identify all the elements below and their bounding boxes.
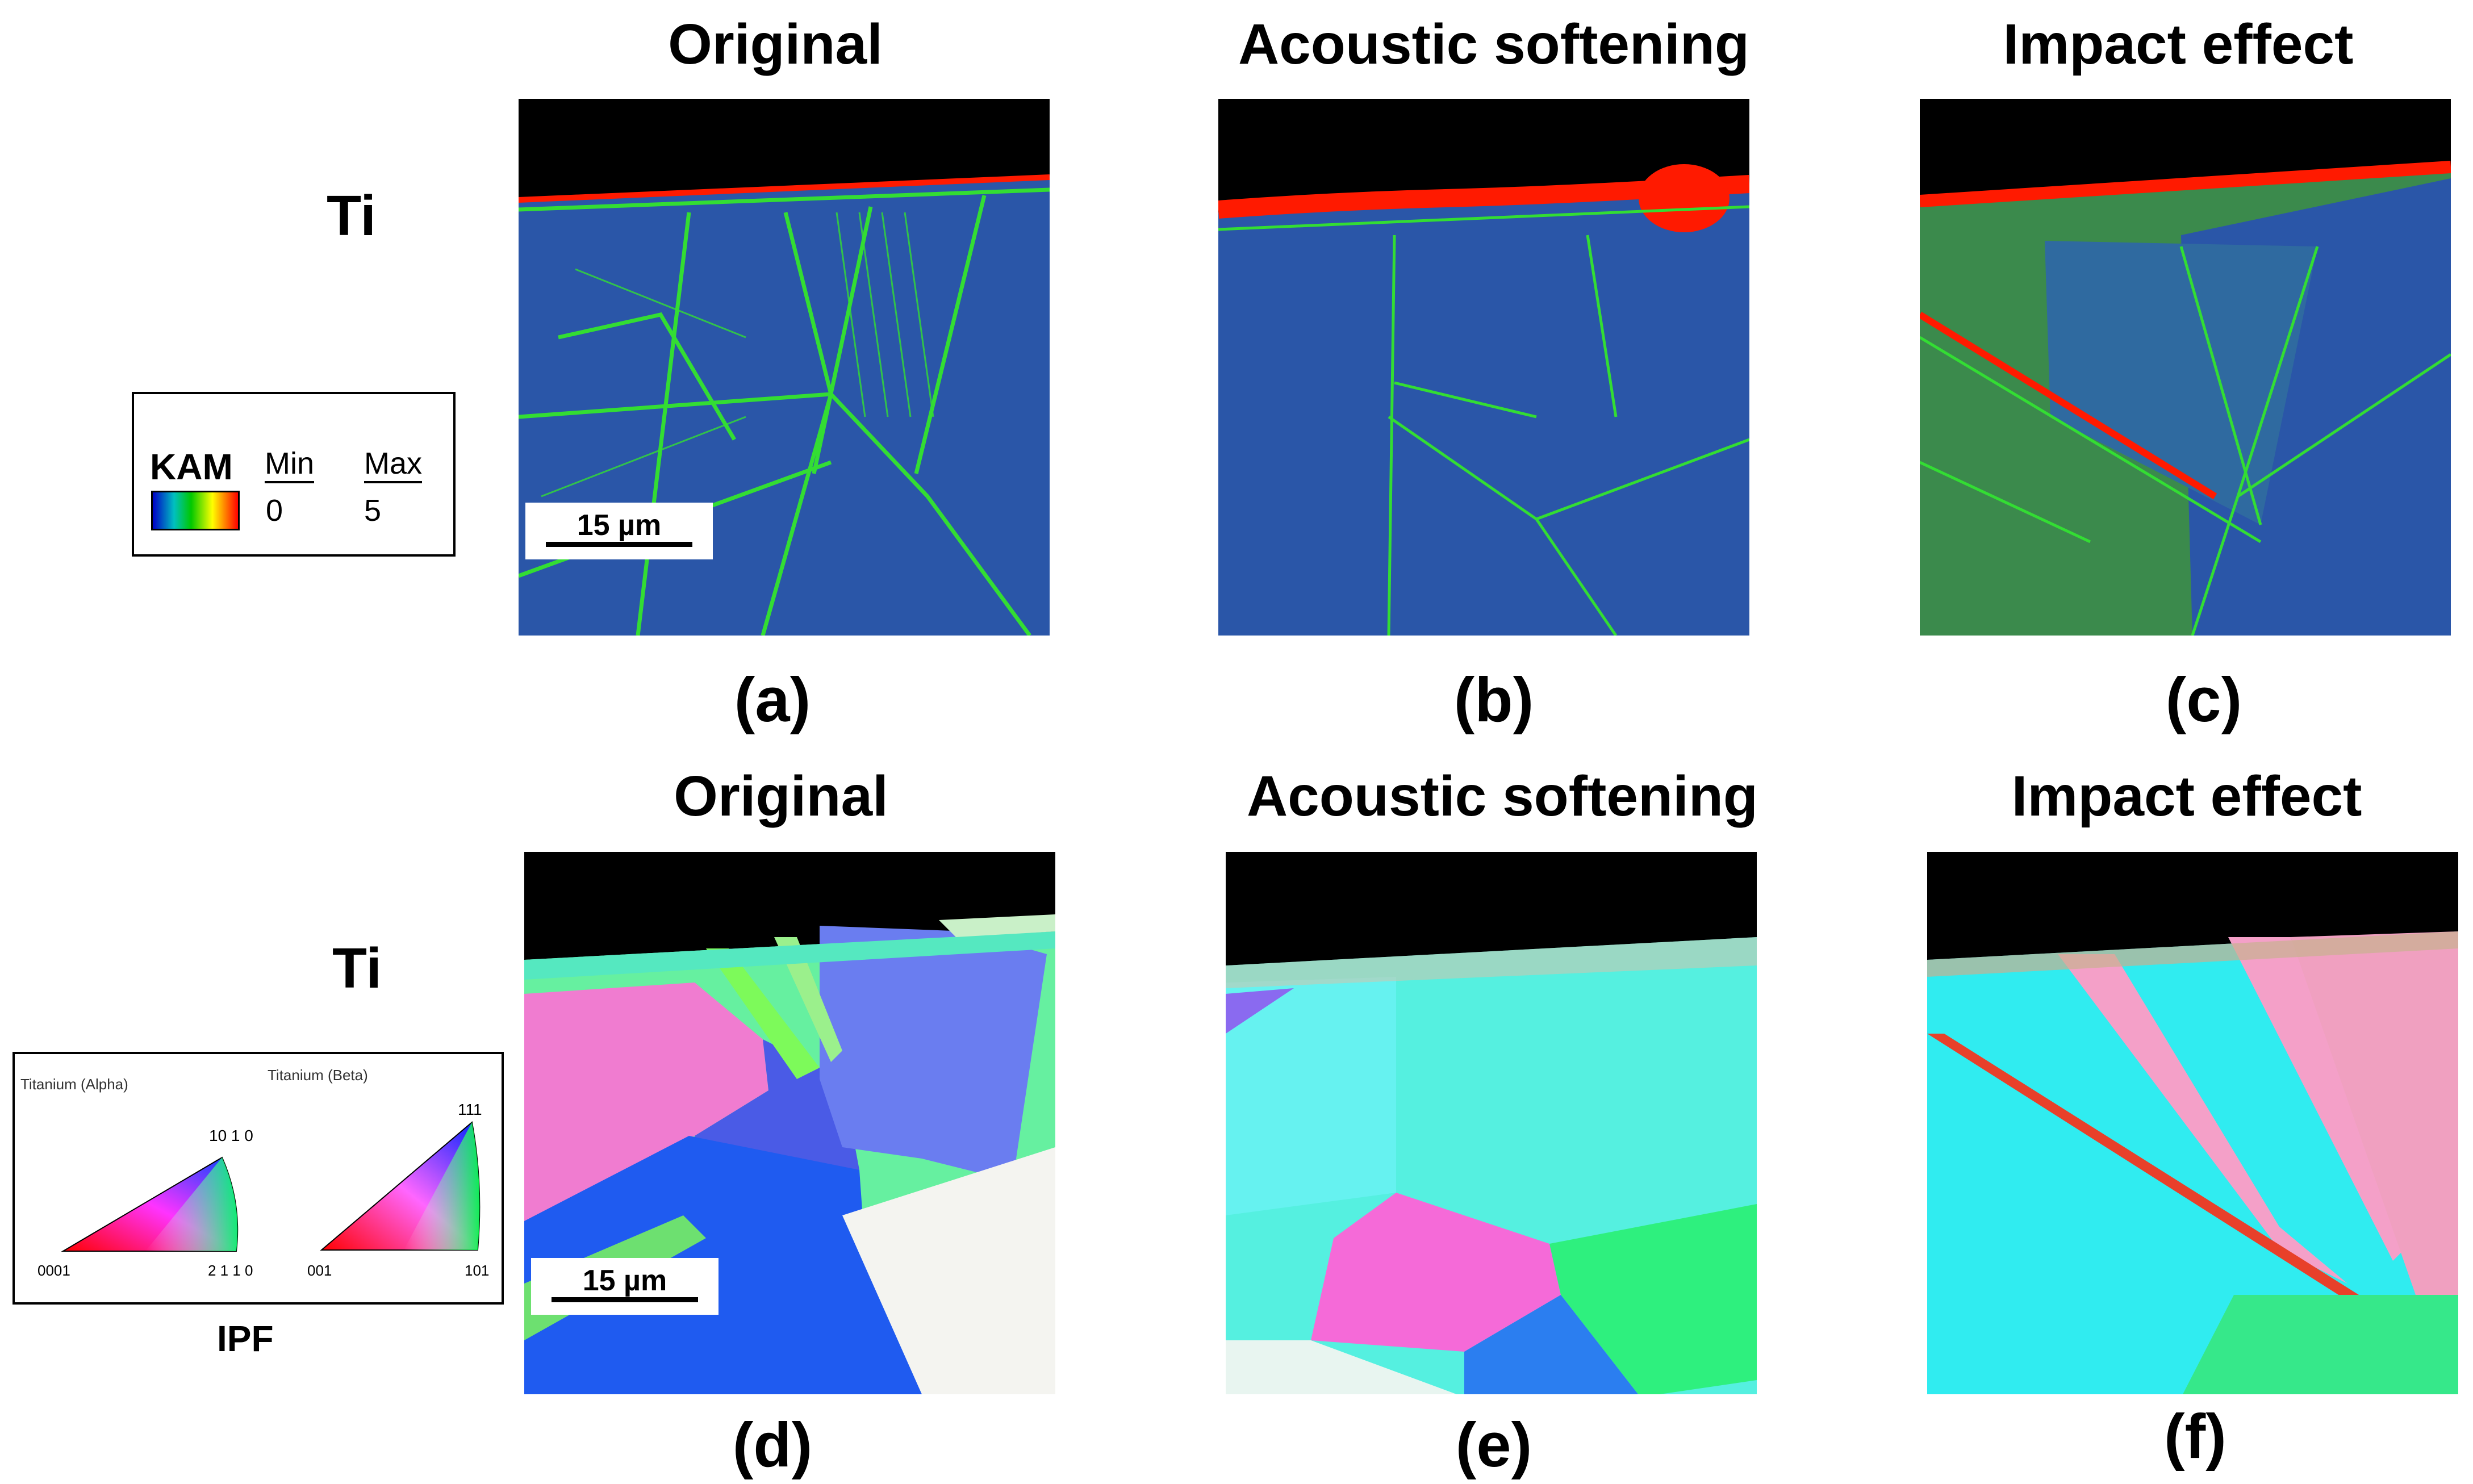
ipf-map-impact xyxy=(1927,852,2458,1394)
ipf-alpha-top-label: 10 1 0 xyxy=(209,1127,253,1144)
panel-label-b: (b) xyxy=(1453,665,1534,735)
title-original-top: Original xyxy=(668,12,883,76)
scale-bar-bottom: 15 µm xyxy=(531,1258,718,1315)
scale-bar-bottom-line xyxy=(552,1297,698,1302)
panel-label-d: (d) xyxy=(732,1410,813,1480)
panel-label-a: (a) xyxy=(734,665,811,735)
panel-label-c: (c) xyxy=(2165,665,2242,735)
kam-gradient-bar xyxy=(151,491,240,530)
kam-min-label: Min xyxy=(265,448,315,483)
ipf-beta-triangle xyxy=(319,1117,486,1253)
title-original-bottom: Original xyxy=(674,764,888,828)
scale-bar-bottom-label: 15 µm xyxy=(582,1264,667,1297)
row-label-ti-bottom: Ti xyxy=(332,937,382,1000)
ipf-alpha-left-label: 0001 xyxy=(37,1262,70,1279)
ipf-beta-right-label: 101 xyxy=(465,1262,490,1279)
ipf-alpha-title: Titanium (Alpha) xyxy=(20,1076,128,1093)
ipf-map-acoustic xyxy=(1226,852,1757,1394)
ipf-caption: IPF xyxy=(217,1318,274,1359)
row-label-ti-top: Ti xyxy=(327,184,377,248)
title-impact-bottom: Impact effect xyxy=(2011,764,2362,828)
title-impact-top: Impact effect xyxy=(2003,12,2354,76)
ipf-beta-top-label: 111 xyxy=(458,1101,482,1118)
scale-bar-top-label: 15 µm xyxy=(577,509,662,542)
scale-bar-top: 15 µm xyxy=(525,503,713,559)
kam-legend: KAM Min 0 Max 5 xyxy=(132,392,456,557)
kam-map-impact xyxy=(1920,99,2451,636)
kam-map-acoustic xyxy=(1218,99,1749,636)
panel-label-f: (f) xyxy=(2164,1402,2226,1472)
ipf-beta-left-label: 001 xyxy=(307,1262,332,1279)
kam-map-original xyxy=(519,99,1050,636)
scale-bar-top-line xyxy=(546,542,692,547)
ipf-beta-title: Titanium (Beta) xyxy=(268,1067,368,1084)
kam-min-value: 0 xyxy=(266,494,283,528)
title-acoustic-bottom: Acoustic softening xyxy=(1246,764,1758,828)
kam-max-value: 5 xyxy=(364,494,382,528)
ipf-legend: Titanium (Alpha) Titanium (Beta) 10 1 0 … xyxy=(12,1052,504,1305)
ipf-alpha-right-label: 2 1 1 0 xyxy=(208,1262,253,1279)
kam-max-label: Max xyxy=(364,448,423,483)
kam-legend-title: KAM xyxy=(150,446,233,487)
title-acoustic-top: Acoustic softening xyxy=(1238,12,1750,76)
panel-label-e: (e) xyxy=(1455,1410,1532,1480)
ipf-map-original xyxy=(524,852,1055,1394)
ipf-alpha-triangle xyxy=(60,1152,248,1254)
